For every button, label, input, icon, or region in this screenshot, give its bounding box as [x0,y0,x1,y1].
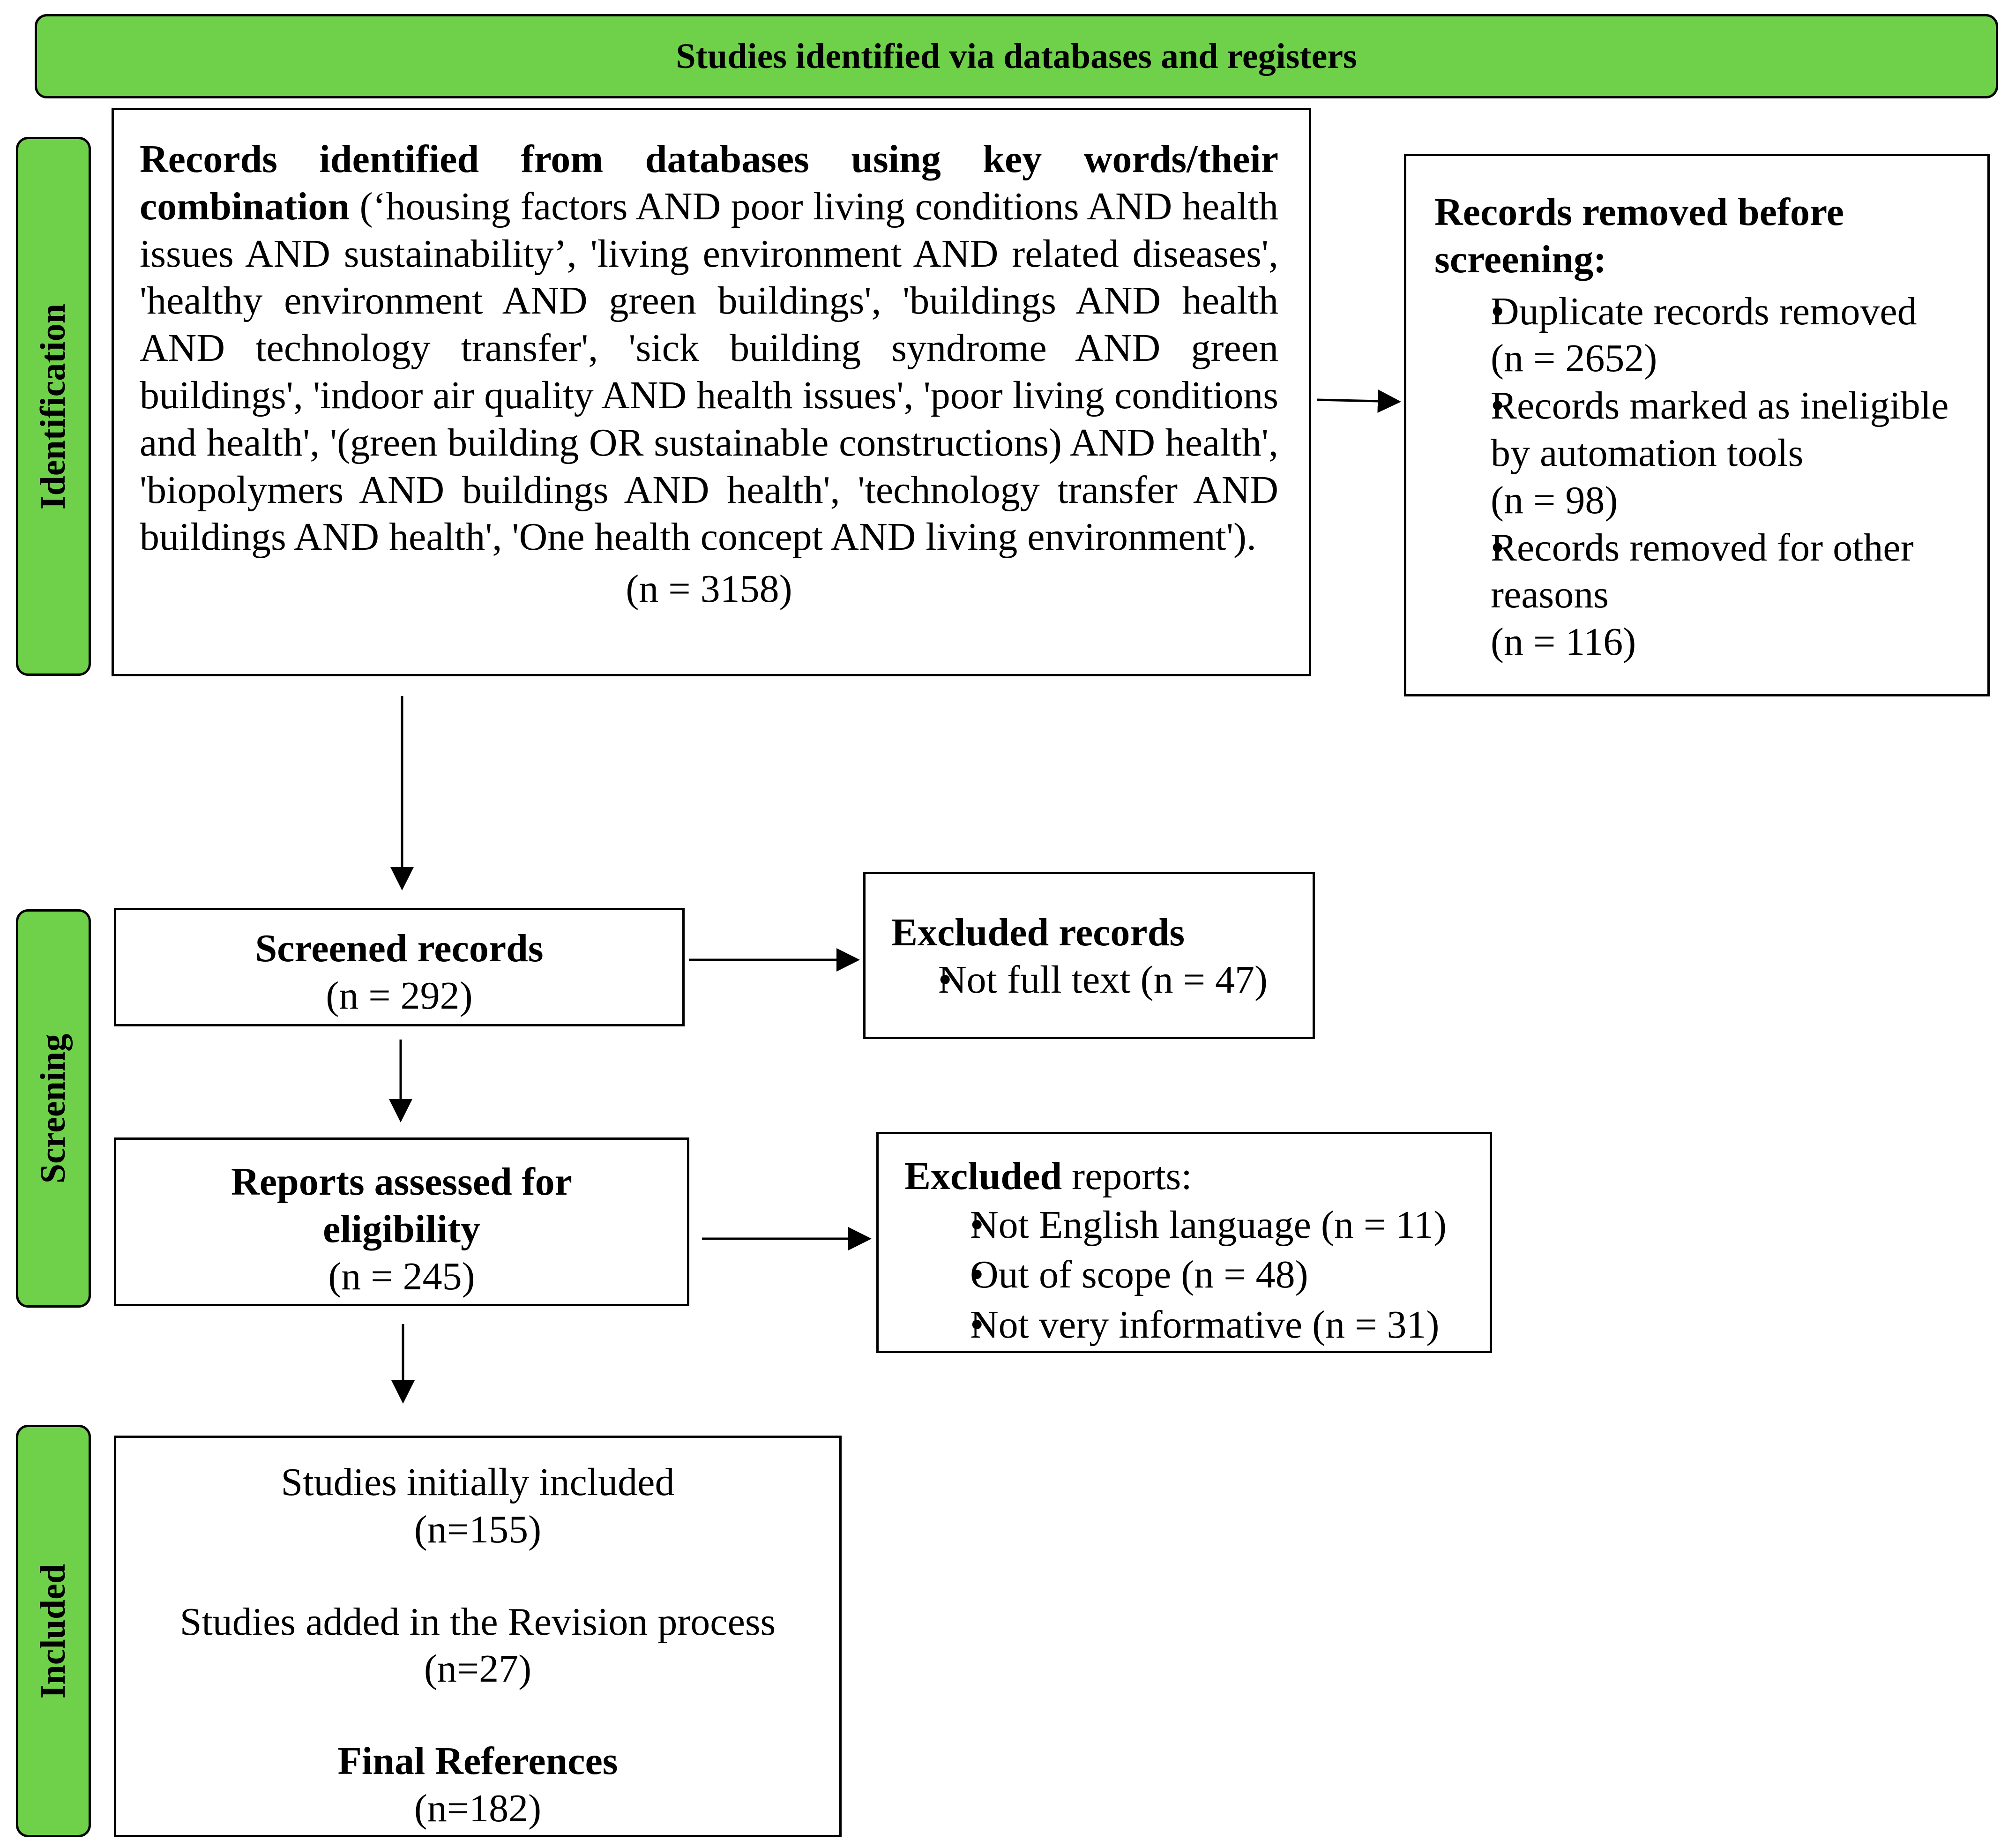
studies-initially-included-count: (n=155) [414,1507,542,1551]
screened-records-title: Screened records [255,927,544,970]
records-identified-description: Records identified from databases using … [140,136,1278,561]
excluded-out-of-scope: Out of scope (n = 48) [970,1253,1308,1297]
list-item: Records marked as ineligible by automati… [1434,382,1969,524]
records-removed-list: Duplicate records removed (n = 2652) Rec… [1434,288,1969,666]
records-identified-count: (n = 3158) [626,567,792,611]
reports-assessed-box: Reports assessed for eligibility (n = 24… [114,1137,689,1306]
excluded-reports-list: Not English language (n = 11) Out of sco… [904,1200,1476,1350]
studies-initially-included-label: Studies initially included [281,1460,675,1504]
excluded-reports-title-rest: reports: [1062,1154,1192,1198]
stage-screening: Screening [16,909,91,1308]
records-identified-keywords: (‘housing factors AND poor living condit… [140,184,1278,559]
included-box: Studies initially included (n=155) Studi… [114,1436,842,1837]
excluded-reports-title-bold: Excluded [904,1154,1062,1198]
header-banner: Studies identified via databases and reg… [35,14,1998,98]
excluded-not-informative: Not very informative (n = 31) [970,1303,1440,1347]
records-removed-title: Records removed before screening: [1434,190,1844,281]
removed-ineligible-label: Records marked as ineligible by automati… [1491,384,1949,475]
studies-added-count: (n=27) [424,1647,532,1691]
removed-other-label: Records removed for other reasons [1491,525,1914,617]
list-item: Not full text (n = 47) [891,957,1299,1004]
list-item: Duplicate records removed (n = 2652) [1434,288,1969,383]
excluded-reports-title: Excluded reports: [904,1153,1476,1200]
list-item: Records removed for other reasons (n = 1… [1434,524,1969,666]
header-title: Studies identified via databases and reg… [676,36,1357,76]
list-item: Not very informative (n = 31) [904,1300,1476,1350]
reports-assessed-count: (n = 245) [328,1254,475,1298]
excluded-not-full-text: Not full text (n = 47) [938,958,1268,1002]
excluded-reports-box: Excluded reports: Not English language (… [876,1132,1492,1353]
list-item: Not English language (n = 11) [904,1200,1476,1250]
records-removed-box: Records removed before screening: Duplic… [1404,154,1990,696]
removed-duplicates-label: Duplicate records removed [1491,289,1917,333]
final-references-count: (n=182) [414,1786,542,1830]
studies-added-label: Studies added in the Revision process [179,1600,776,1644]
excluded-not-english: Not English language (n = 11) [970,1203,1447,1247]
removed-ineligible-count: (n = 98) [1491,478,1618,522]
list-item: Out of scope (n = 48) [904,1250,1476,1300]
excluded-records-title: Excluded records [891,911,1185,954]
excluded-records-list: Not full text (n = 47) [891,957,1299,1004]
excluded-records-box: Excluded records Not full text (n = 47) [863,872,1315,1039]
records-identified-box: Records identified from databases using … [112,108,1311,676]
records-identified-heading: Records identified from databases using … [140,137,1278,228]
stage-identification: Identification [16,137,91,676]
removed-other-count: (n = 116) [1491,620,1636,664]
screened-records-count: (n = 292) [326,973,473,1018]
reports-assessed-title: Reports assessed for eligibility [231,1160,572,1251]
arrow-identified-to-removed [1316,389,1401,413]
stage-included: Included [16,1425,91,1837]
final-references-label: Final References [337,1739,618,1783]
screened-records-box: Screened records (n = 292) [114,908,685,1026]
removed-duplicates-count: (n = 2652) [1491,337,1657,381]
